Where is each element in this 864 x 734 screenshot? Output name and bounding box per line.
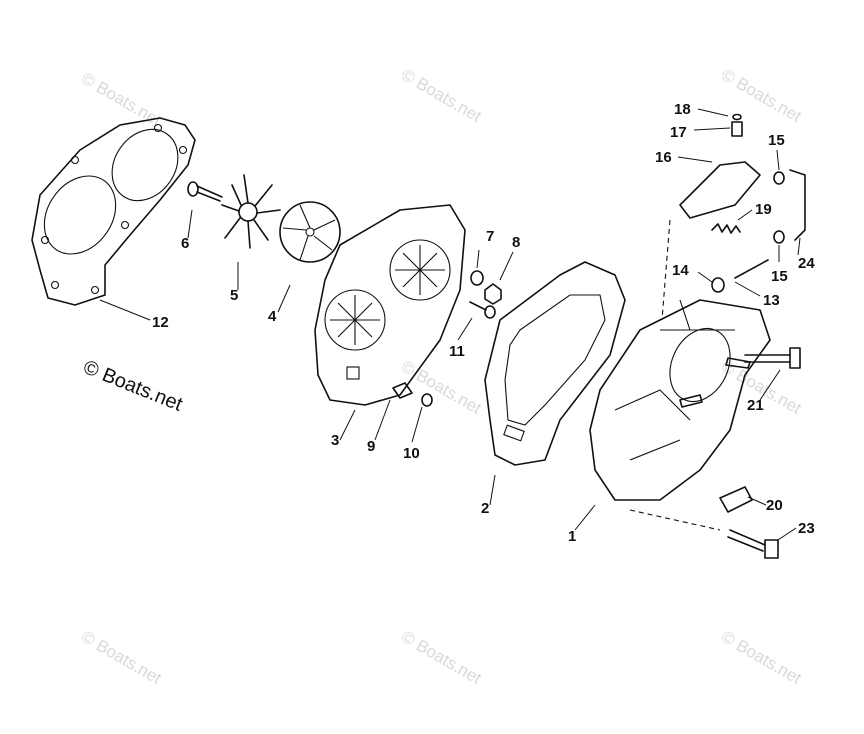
part-2-gasket [484,261,626,466]
credit-text: © Boats.net [80,356,186,416]
callout-9: 9 [367,438,375,455]
callout-18: 18 [674,101,691,118]
callout-24: 24 [798,255,815,272]
callout-8: 8 [512,234,520,251]
watermark-group: © Boats.net © Boats.net © Boats.net © Bo… [78,65,805,688]
part-21-bolt [744,347,801,369]
callout-20: 20 [766,497,783,514]
part-12-gasket [31,117,196,306]
part-8-nut [484,283,502,305]
callout-15: 15 [768,132,785,149]
alignment-lines [629,219,721,531]
callout-11: 11 [449,343,465,360]
callout-3: 3 [331,432,339,449]
watermark: © Boats.net [78,69,165,130]
part-7-washer [470,270,484,286]
watermark: © Boats.net [78,627,165,688]
part-24-link [789,169,806,241]
callout-labels: 1 2 3 4 5 6 7 8 9 10 11 12 13 14 15 15 1… [152,101,815,545]
part-6-screw [187,181,223,202]
part-23-bolt [727,529,779,559]
part-14-knob [711,277,725,293]
callout-2: 2 [481,500,489,517]
watermark: © Boats.net [718,65,805,126]
part-1-body [589,299,771,501]
part-3-plate [314,204,466,406]
callout-4: 4 [268,308,277,325]
callout-19: 19 [755,201,772,218]
callout-21: 21 [747,397,764,414]
part-18-clip [732,113,742,121]
callout-12: 12 [152,314,169,331]
callout-14: 14 [672,262,689,279]
callout-10: 10 [403,445,420,462]
part-10-screw [421,393,433,407]
callout-15: 15 [771,268,788,285]
part-17-bushing [731,121,743,137]
watermark: © Boats.net [718,627,805,688]
watermark: © Boats.net [398,65,485,126]
part-11-screw [469,301,496,319]
callout-13: 13 [763,292,780,309]
watermark: © Boats.net [398,627,485,688]
part-13-rod [734,259,769,279]
part-5-impeller [221,174,281,249]
part-16-lever [679,161,761,219]
callout-6: 6 [181,235,189,252]
callout-1: 1 [568,528,576,545]
callout-5: 5 [230,287,238,304]
callout-17: 17 [670,124,687,141]
callout-23: 23 [798,520,815,537]
callout-16: 16 [655,149,672,166]
part-4-plate [279,201,341,263]
part-9-pin [392,382,413,399]
watermark: © Boats.net [398,357,485,418]
part-15-nut [773,171,785,244]
part-19-spring [711,223,741,234]
callout-7: 7 [486,228,494,245]
leader-lines [99,108,801,541]
part-20-clip [719,486,753,513]
